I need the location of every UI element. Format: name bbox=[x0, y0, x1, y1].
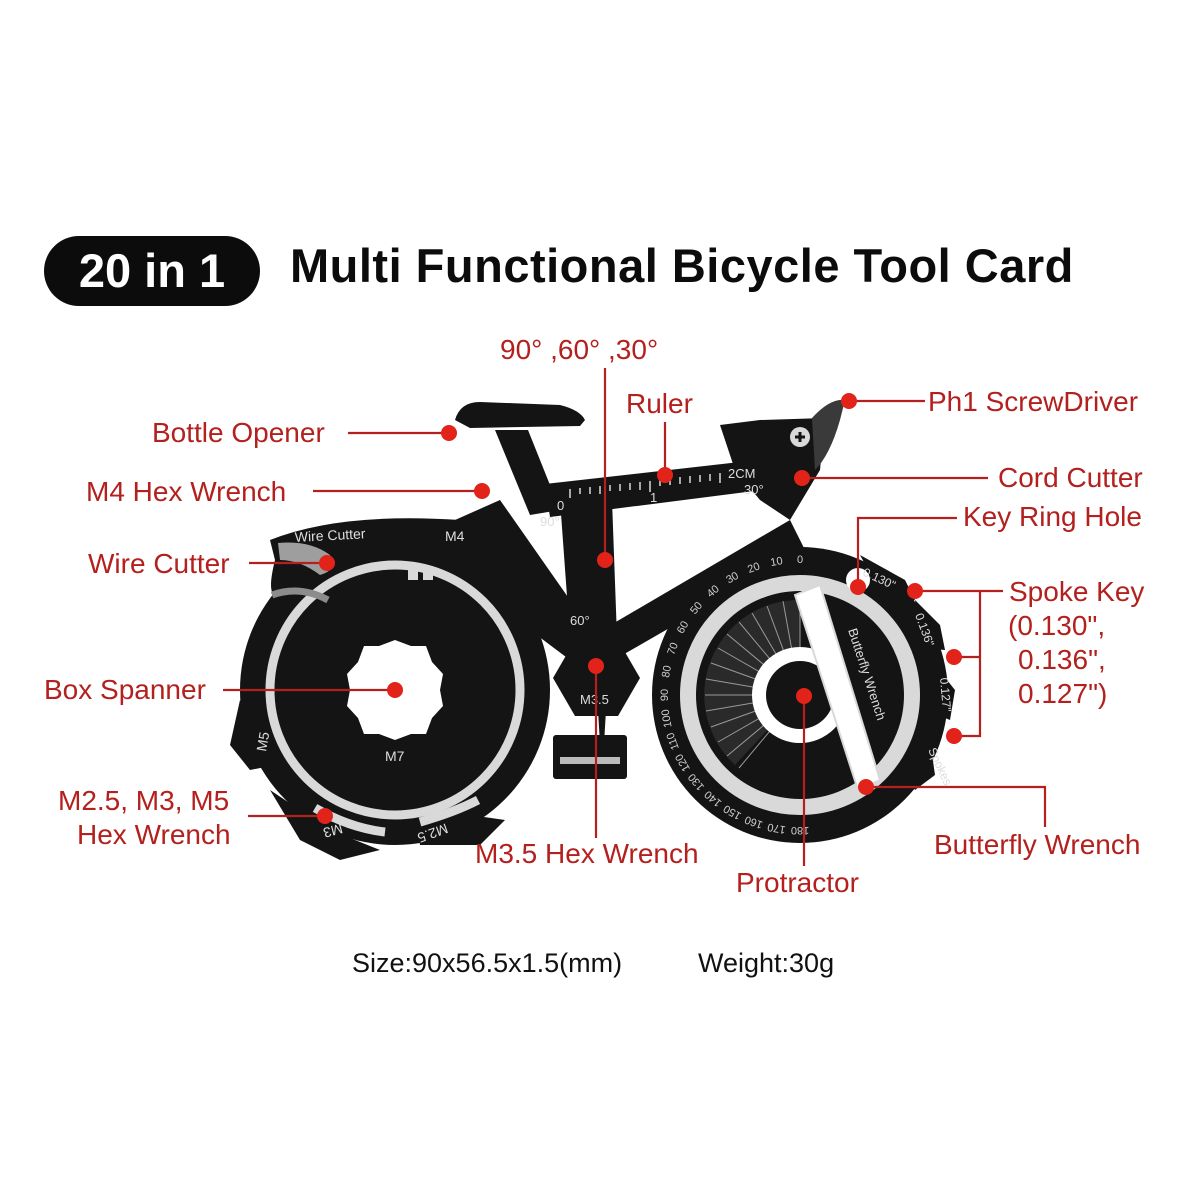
butterfly-wrench-slot bbox=[793, 583, 882, 792]
label-angles: 90° ,60° ,30° bbox=[500, 334, 659, 365]
leader-lines bbox=[223, 368, 1047, 866]
engraving-ruler-1: 1 bbox=[650, 490, 657, 505]
engraving-ruler-0: 0 bbox=[557, 498, 564, 513]
protractor-tick-label: 30 bbox=[724, 570, 741, 587]
seat-post bbox=[495, 430, 560, 515]
engraving-60: 60° bbox=[570, 613, 590, 628]
engraving-m3-5: M3.5 bbox=[580, 692, 609, 707]
badge-20-in-1: 20 in 1 bbox=[44, 236, 260, 306]
engraving-spoke-0127: 0.127" bbox=[937, 677, 954, 712]
protractor-tick-label: 180 bbox=[791, 824, 809, 836]
protractor-tick-label: 170 bbox=[766, 820, 786, 835]
engraving-90: 90° bbox=[540, 514, 560, 529]
protractor-tick-label: 70 bbox=[665, 641, 680, 657]
protractor-tick-label: 80 bbox=[660, 665, 674, 679]
protractor-tick-label: 110 bbox=[665, 731, 682, 752]
protractor-tick-label: 60 bbox=[675, 619, 692, 636]
protractor-tick-label: 10 bbox=[770, 555, 784, 569]
label-butterfly-wrench: Butterfly Wrench bbox=[934, 829, 1141, 860]
engraving-wire-cutter: Wire Cutter bbox=[294, 525, 366, 545]
label-bottle-opener: Bottle Opener bbox=[152, 417, 325, 448]
protractor-tick-label: 100 bbox=[660, 708, 675, 728]
engraving-ruler-2cm: 2CM bbox=[728, 466, 755, 481]
ruler-ticks bbox=[569, 473, 721, 498]
label-spoke-key: Spoke Key bbox=[1009, 576, 1145, 607]
engraving-30: 30° bbox=[744, 482, 764, 497]
engraving-m5: M5 bbox=[253, 730, 272, 752]
label-hex-wrench-sizes: M2.5, M3, M5 bbox=[58, 785, 230, 816]
wire-cutter-jaw bbox=[278, 542, 333, 575]
saddle-bottle-opener bbox=[455, 402, 585, 428]
spec-weight: Weight:30g bbox=[698, 948, 835, 978]
spec-size: Size:90x56.5x1.5(mm) bbox=[352, 948, 623, 978]
label-spoke-size-3: 0.127") bbox=[1018, 678, 1108, 709]
label-protractor: Protractor bbox=[736, 867, 859, 898]
label-m3-5-hex-wrench: M3.5 Hex Wrench bbox=[475, 838, 699, 869]
page-title: Multi Functional Bicycle Tool Card bbox=[290, 239, 1074, 292]
label-spoke-size-2: 0.136", bbox=[1018, 644, 1106, 675]
engraving-m4: M4 bbox=[445, 528, 465, 544]
protractor-fan bbox=[704, 599, 800, 765]
label-m4-hex-wrench: M4 Hex Wrench bbox=[86, 476, 287, 507]
label-key-ring-hole: Key Ring Hole bbox=[963, 501, 1142, 532]
handlebar-tip bbox=[812, 399, 845, 470]
label-box-spanner: Box Spanner bbox=[44, 674, 206, 705]
protractor-tick-label: 0 bbox=[797, 554, 803, 566]
engraving-m7: M7 bbox=[385, 748, 405, 764]
label-hex-wrench: Hex Wrench bbox=[77, 819, 231, 850]
marker-dots bbox=[317, 393, 962, 824]
label-cord-cutter: Cord Cutter bbox=[998, 462, 1143, 493]
label-ruler: Ruler bbox=[626, 388, 693, 419]
label-wire-cutter: Wire Cutter bbox=[88, 548, 230, 579]
engraving-m3: M3 bbox=[321, 821, 344, 842]
protractor-tick-label: 160 bbox=[743, 813, 764, 831]
label-ph1-screwdriver: Ph1 ScrewDriver bbox=[928, 386, 1139, 417]
label-spoke-size-1: (0.130", bbox=[1008, 610, 1106, 641]
protractor-tick-label: 90 bbox=[659, 689, 671, 701]
protractor-tick-label: 20 bbox=[746, 560, 762, 575]
